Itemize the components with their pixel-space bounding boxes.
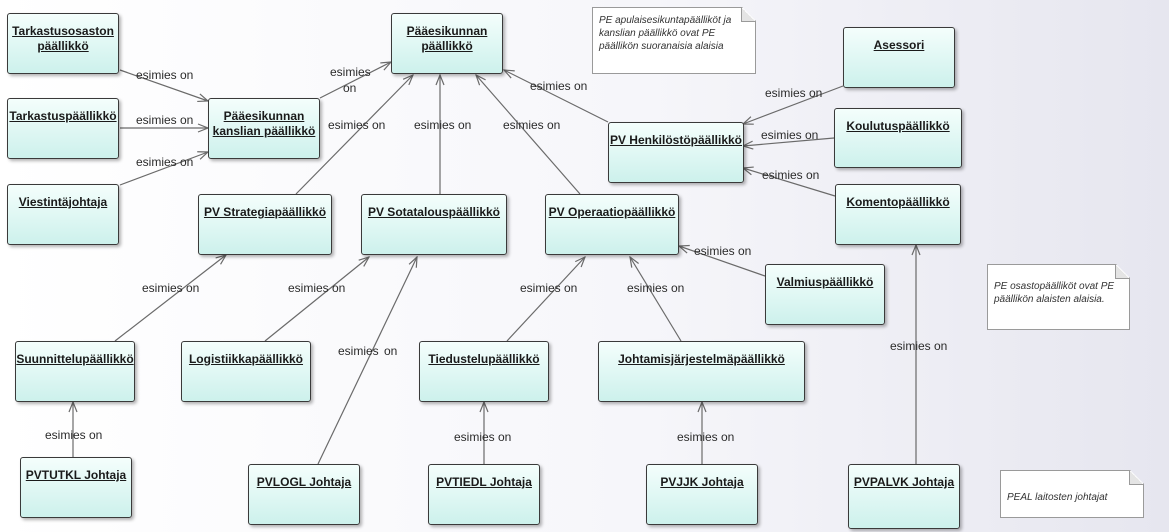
edge-label: esimies on bbox=[136, 113, 193, 127]
node-label: PVJJK Johtaja bbox=[660, 475, 744, 489]
edge-label: esimies on bbox=[677, 430, 734, 444]
edge-label: esimies on bbox=[765, 86, 822, 100]
node-label: Asessori bbox=[873, 38, 925, 52]
edge-operaatio-paaesikunta bbox=[476, 75, 581, 195]
note-text: PEAL laitosten johtajat bbox=[1007, 492, 1108, 503]
node-suunnittelupaallikko[interactable]: Suunnittelupäällikkö bbox=[15, 341, 135, 402]
edge-asessori-henkilosto bbox=[743, 85, 844, 124]
node-label: Suunnittelupäällikkö bbox=[16, 352, 134, 366]
node-label: Logistiikkapäällikkö bbox=[188, 352, 304, 366]
node-komentopaallikko[interactable]: Komentopäällikkö bbox=[835, 184, 961, 245]
node-logistiikkapaallikko[interactable]: Logistiikkapäällikkö bbox=[181, 341, 311, 402]
edge-label: esimies on bbox=[136, 155, 193, 169]
edge-label: esimies on bbox=[694, 244, 751, 258]
edge-label: esimies on bbox=[627, 281, 684, 295]
edge-label: esimies on bbox=[328, 118, 385, 132]
edge-label: esimies on bbox=[530, 79, 587, 93]
edge-kanslia-paaesikunta bbox=[319, 62, 391, 99]
edge-label: esimies on bbox=[142, 281, 199, 295]
node-pvjjk-johtaja[interactable]: PVJJK Johtaja bbox=[646, 464, 758, 525]
node-valmiuspaallikko[interactable]: Valmiuspäällikkö bbox=[765, 264, 885, 325]
edge-strategia-paaesikunta bbox=[295, 75, 413, 195]
node-label: PVPALVK Johtaja bbox=[853, 475, 955, 489]
edge-label: on bbox=[343, 81, 356, 95]
note-text: PE apulaisesikuntapäälliköt ja kanslian … bbox=[599, 15, 732, 52]
node-label: PVLOGL Johtaja bbox=[256, 475, 352, 489]
edge-label: on bbox=[384, 344, 397, 358]
edge-tiedustelu-operaatio bbox=[506, 257, 585, 342]
node-label: Tiedustelupäällikkö bbox=[428, 352, 540, 366]
note-department-heads: PE osastopäälliköt ovat PE päällikön ala… bbox=[987, 264, 1130, 330]
node-operaatiopaallikko[interactable]: PV Operaatiopäällikkö bbox=[545, 194, 679, 255]
edge-label: esimies on bbox=[520, 281, 577, 295]
edge-pvlogl-sotatalous bbox=[317, 257, 417, 465]
node-sotatalouspaallikko[interactable]: PV Sotatalouspäällikkö bbox=[361, 194, 507, 255]
node-label: Johtamisjärjestelmäpäällikkö bbox=[618, 352, 785, 366]
node-label: Koulutuspäällikkö bbox=[846, 119, 950, 133]
edge-label: esimies on bbox=[288, 281, 345, 295]
edge-logistiikka-sotatalous bbox=[264, 257, 369, 342]
node-label: PVTUTKL Johtaja bbox=[25, 468, 127, 482]
node-label: PV Strategiapäällikkö bbox=[203, 205, 327, 219]
node-viestintajohtaja[interactable]: Viestintäjohtaja bbox=[7, 184, 119, 245]
node-strategiapaallikko[interactable]: PV Strategiapäällikkö bbox=[198, 194, 332, 255]
note-text: PE osastopäälliköt ovat PE päällikön ala… bbox=[994, 281, 1115, 305]
node-label: Valmiuspäällikkö bbox=[776, 275, 874, 289]
edge-label: esimies on bbox=[761, 128, 818, 142]
edge-label: esimies bbox=[338, 344, 379, 358]
node-label: Tarkastuspäällikkö bbox=[9, 109, 117, 123]
edge-suunnittelu-strategia bbox=[114, 255, 226, 342]
node-tiedustelupaallikko[interactable]: Tiedustelupäällikkö bbox=[419, 341, 549, 402]
node-label: PV Sotatalouspäällikkö bbox=[367, 205, 501, 219]
node-pvpalvk-johtaja[interactable]: PVPALVK Johtaja bbox=[848, 464, 960, 529]
node-label: Viestintäjohtaja bbox=[18, 195, 108, 209]
node-johtamisjarjestelmapaallikko[interactable]: Johtamisjärjestelmäpäällikkö bbox=[598, 341, 805, 402]
node-henkilostopaallikko[interactable]: PV Henkilöstöpäällikkö bbox=[608, 122, 744, 183]
edge-label: esimies on bbox=[503, 118, 560, 132]
node-label: PV Henkilöstöpäällikkö bbox=[609, 133, 743, 147]
edge-label: esimies on bbox=[454, 430, 511, 444]
node-pvtiedl-johtaja[interactable]: PVTIEDL Johtaja bbox=[428, 464, 540, 525]
edge-johtamis-operaatio bbox=[630, 257, 682, 342]
node-label: PV Operaatiopäällikkö bbox=[548, 205, 676, 219]
edge-tarkastusosasto-kanslia bbox=[119, 69, 208, 101]
node-tarkastuspaallikko[interactable]: Tarkastuspäällikkö bbox=[7, 98, 119, 159]
edge-label: esimies on bbox=[890, 339, 947, 353]
node-koulutuspaallikko[interactable]: Koulutuspäällikkö bbox=[834, 108, 962, 168]
edge-viestinta-kanslia bbox=[119, 152, 208, 186]
edge-henkilosto-paaesikunta bbox=[504, 70, 609, 123]
edge-valmius-operaatio bbox=[679, 246, 766, 277]
edge-komento-henkilosto bbox=[743, 168, 836, 197]
edge-label: esimies on bbox=[762, 168, 819, 182]
note-institution-directors: PEAL laitosten johtajat bbox=[1000, 470, 1144, 518]
node-label: PVTIEDL Johtaja bbox=[436, 475, 532, 489]
edge-label: esimies bbox=[330, 65, 371, 79]
edge-label: esimies on bbox=[45, 428, 102, 442]
node-asessori[interactable]: Asessori bbox=[843, 27, 955, 88]
edge-koulutus-henkilosto bbox=[743, 137, 835, 146]
note-direct-subordinates: PE apulaisesikuntapäälliköt ja kanslian … bbox=[592, 7, 756, 74]
node-label: Komentopäällikkö bbox=[846, 195, 950, 209]
node-pvtutkl-johtaja[interactable]: PVTUTKL Johtaja bbox=[20, 457, 132, 518]
edge-label: esimies on bbox=[414, 118, 471, 132]
node-pvlogl-johtaja[interactable]: PVLOGL Johtaja bbox=[248, 464, 360, 525]
edge-label: esimies on bbox=[136, 68, 193, 82]
